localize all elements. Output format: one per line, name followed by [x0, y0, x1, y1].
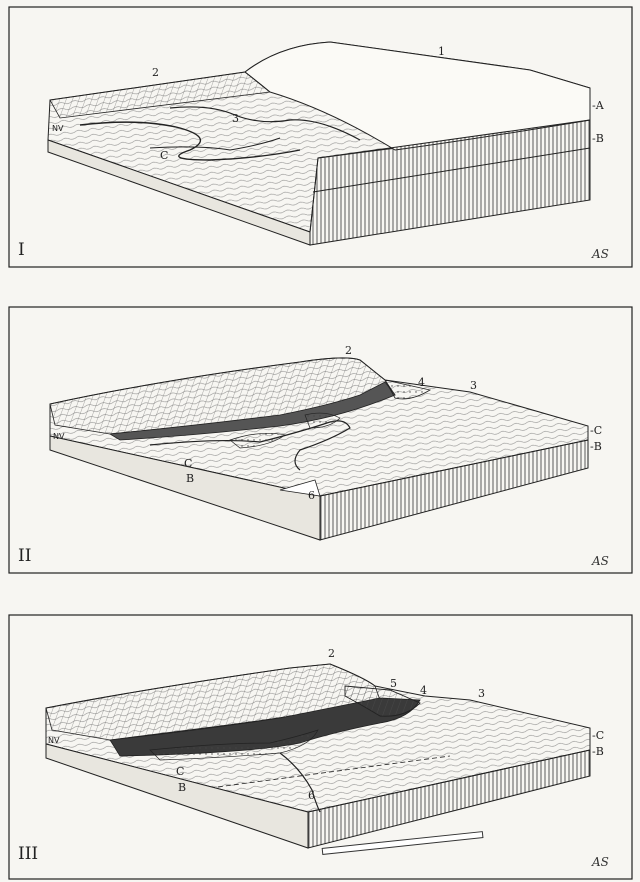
- signature: AS: [592, 554, 609, 568]
- label-5: 5: [390, 678, 397, 689]
- label-2: 2: [328, 648, 335, 659]
- side-label-b: -B: [592, 133, 604, 144]
- label-2: 2: [152, 67, 159, 78]
- label-3: 3: [470, 380, 477, 391]
- side-label-b: -B: [590, 441, 602, 452]
- side-label-c: -C: [592, 730, 604, 741]
- label-c: C: [184, 458, 192, 469]
- corner-label: NV: [53, 432, 64, 441]
- label-6: 6: [308, 490, 315, 501]
- side-label-a: -A: [592, 100, 604, 111]
- panel-i: 1 2 3 C -A -B NV I AS: [0, 0, 640, 280]
- label-1: 1: [438, 46, 445, 57]
- panel-number: I: [18, 242, 25, 259]
- panel-ii: 2 4 3 6 C B -C -B NV II AS: [0, 300, 640, 580]
- side-label-b: -B: [592, 746, 604, 757]
- label-3: 3: [478, 688, 485, 699]
- label-b: B: [178, 782, 186, 793]
- corner-label: NV: [52, 124, 63, 133]
- label-b: B: [186, 473, 194, 484]
- panel-iii: 2 5 4 3 6 C B -C -B NV III AS: [0, 608, 640, 882]
- block-diagram-iii: [0, 608, 640, 882]
- panel-number: II: [18, 548, 31, 565]
- block-diagram-ii: [0, 300, 640, 580]
- label-2: 2: [345, 345, 352, 356]
- block-diagram-i: [0, 0, 640, 280]
- label-4: 4: [418, 377, 425, 388]
- label-6: 6: [308, 790, 315, 801]
- signature: AS: [592, 855, 609, 869]
- label-c: C: [176, 766, 184, 777]
- signature: AS: [592, 247, 609, 261]
- label-4: 4: [420, 685, 427, 696]
- label-c: C: [160, 150, 168, 161]
- corner-label: NV: [48, 736, 59, 745]
- panel-number: III: [18, 846, 38, 863]
- side-label-c: -C: [590, 425, 602, 436]
- label-3: 3: [232, 113, 239, 124]
